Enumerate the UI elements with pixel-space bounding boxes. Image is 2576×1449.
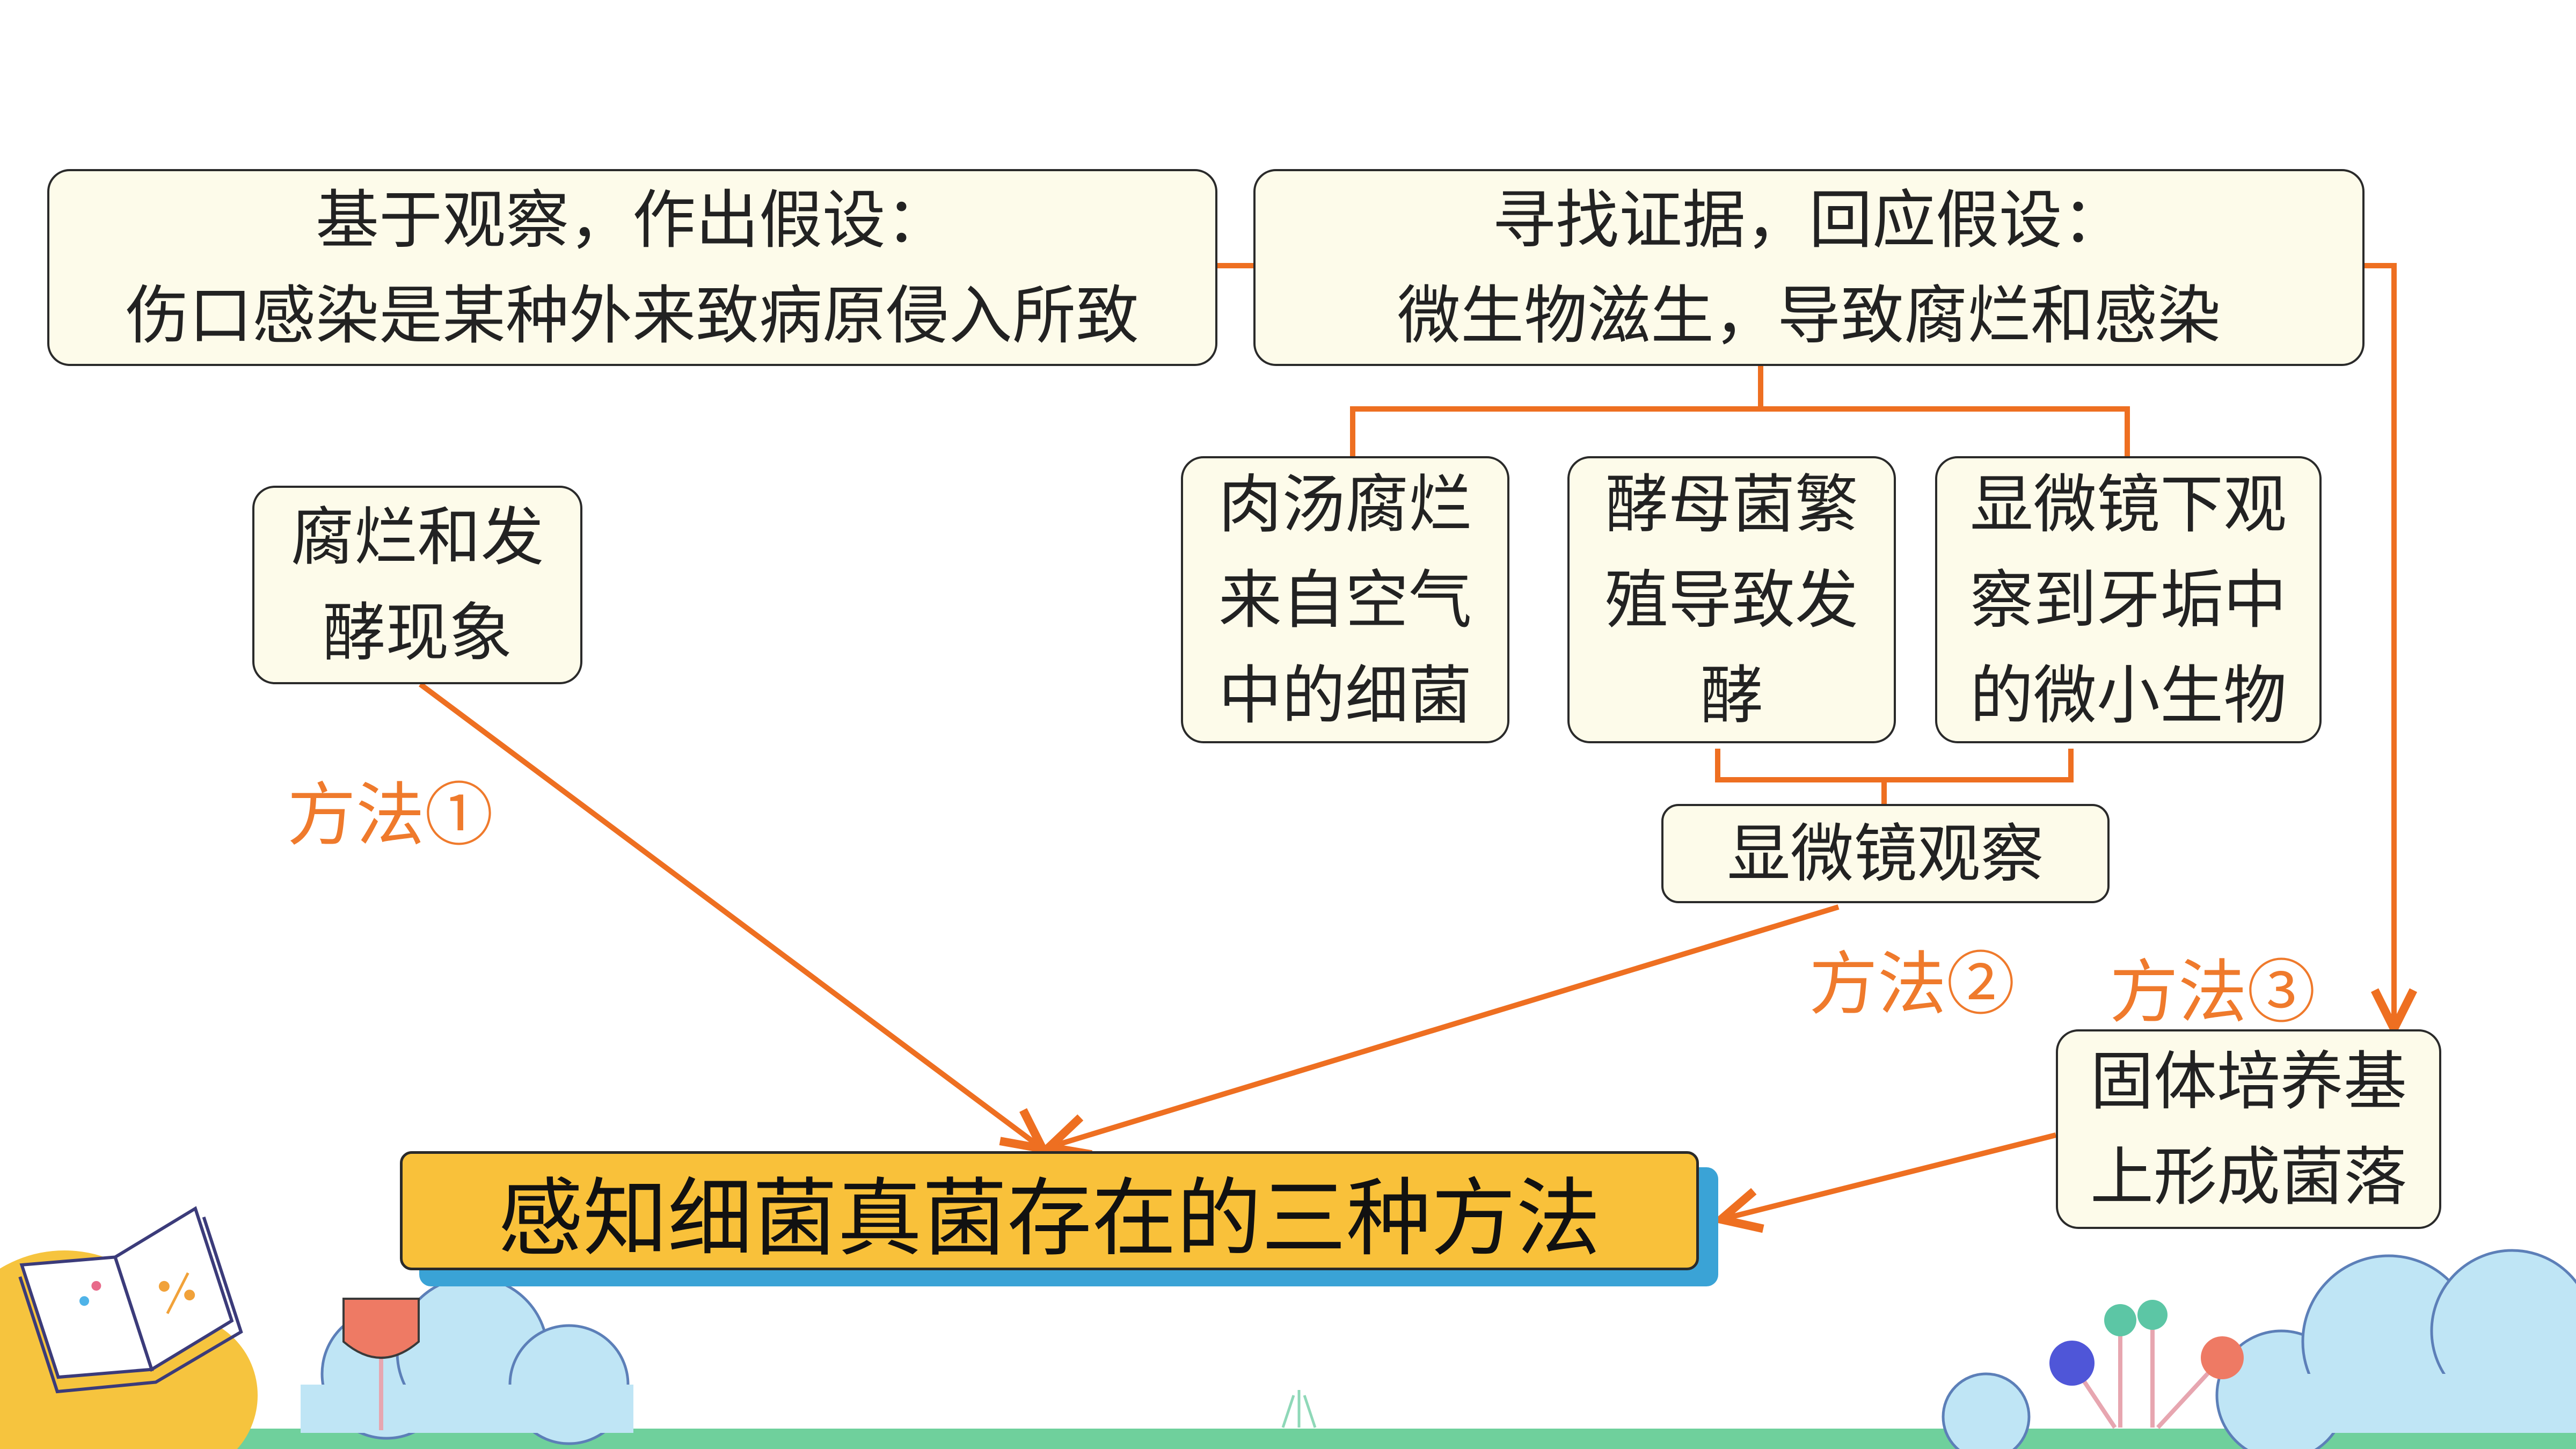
central-title: 感知细菌真菌存在的三种方法 bbox=[400, 1151, 1699, 1270]
microscope-box: 显微镜观察 bbox=[1661, 804, 2110, 903]
microscope-observation-box: 显微镜下观 察到牙垢中 的微小生物 bbox=[1935, 456, 2322, 743]
phenomenon-line1: 腐烂和发 bbox=[290, 500, 544, 574]
link-evidence-branch-right bbox=[1761, 406, 2130, 456]
method-1-label: 方法① bbox=[287, 775, 494, 855]
microscope-observation-line1: 显微镜下观 bbox=[1969, 467, 2287, 541]
broth-box: 肉汤腐烂 来自空气 中的细菌 bbox=[1181, 456, 1509, 743]
evidence-box: 寻找证据，回应假设： 微生物滋生，导致腐烂和感染 bbox=[1253, 169, 2365, 366]
evidence-line2: 微生物滋生，导致腐烂和感染 bbox=[1397, 278, 2221, 353]
culture-box: 固体培养基 上形成菌落 bbox=[2056, 1029, 2441, 1229]
method-2-label: 方法② bbox=[1809, 945, 2016, 1024]
hypothesis-line2: 伤口感染是某种外来致病原侵入所致 bbox=[125, 278, 1139, 353]
yeast-line3: 酵 bbox=[1699, 658, 1763, 733]
arrow-method1 bbox=[419, 682, 1039, 1146]
hypothesis-box: 基于观察，作出假设： 伤口感染是某种外来致病原侵入所致 bbox=[47, 169, 1217, 366]
phenomenon-line2: 酵现象 bbox=[322, 596, 513, 670]
link-evidence-to-culture bbox=[2365, 263, 2394, 1024]
culture-line2: 上形成菌落 bbox=[2090, 1140, 2407, 1214]
evidence-line1: 寻找证据，回应假设： bbox=[1492, 182, 2126, 257]
yeast-line1: 酵母菌繁 bbox=[1604, 467, 1858, 541]
microscope-label: 显微镜观察 bbox=[1727, 816, 2044, 891]
hypothesis-line1: 基于观察，作出假设： bbox=[315, 182, 949, 257]
arrow-method3 bbox=[1726, 1132, 2057, 1218]
broth-line1: 肉汤腐烂 bbox=[1218, 467, 1472, 541]
phenomenon-box: 腐烂和发 酵现象 bbox=[252, 486, 582, 684]
link-evidence-branches bbox=[1350, 366, 1763, 456]
yeast-box: 酵母菌繁 殖导致发 酵 bbox=[1567, 456, 1896, 743]
arrow-method2 bbox=[1054, 904, 1840, 1146]
yeast-line2: 殖导致发 bbox=[1604, 562, 1858, 637]
broth-line2: 来自空气 bbox=[1218, 562, 1472, 637]
culture-line1: 固体培养基 bbox=[2090, 1044, 2407, 1118]
microscope-observation-line3: 的微小生物 bbox=[1969, 658, 2287, 733]
broth-line3: 中的细菌 bbox=[1218, 658, 1472, 733]
microscope-observation-line2: 察到牙垢中 bbox=[1969, 562, 2287, 637]
method-3-label: 方法③ bbox=[2110, 953, 2316, 1033]
link-yeast-microscope-bracket bbox=[1715, 749, 2074, 782]
